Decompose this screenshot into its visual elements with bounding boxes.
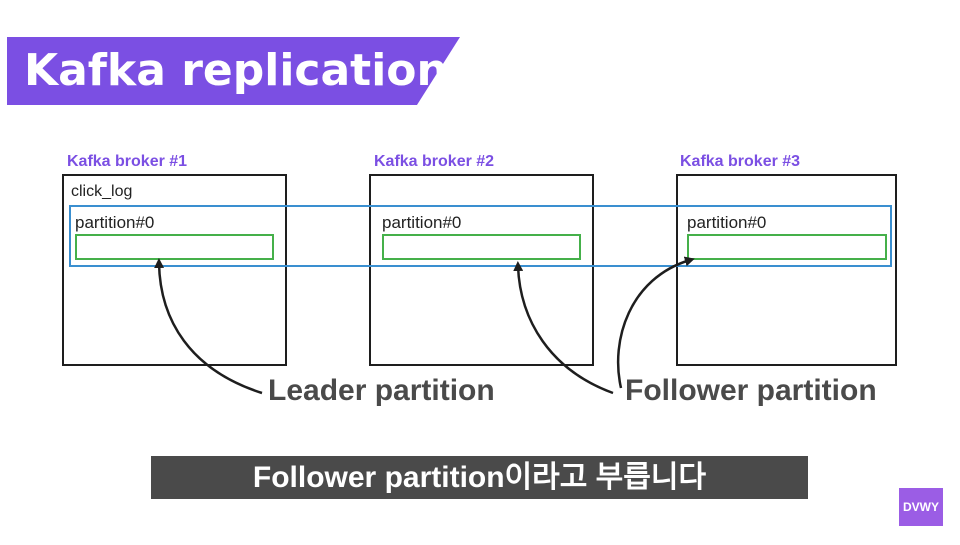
follower-partition-callout: Follower partition [625, 374, 877, 407]
leader-arrow [154, 258, 263, 395]
broker-1-label: Kafka broker #1 [67, 153, 188, 170]
subtitle-text: Follower partition이라고 부릅니다 [252, 461, 707, 494]
topic-label: click_log [71, 183, 133, 200]
broker-3-partition-label: partition#0 [687, 213, 767, 232]
broker-1-partition-box [75, 234, 274, 260]
broker-3-partition-box [687, 234, 887, 260]
broker-1-box [62, 174, 287, 366]
broker-3-label: Kafka broker #3 [680, 153, 801, 170]
broker-3-box [676, 174, 897, 366]
subtitle-bar [151, 456, 808, 499]
follower-arrow-2 [513, 261, 614, 395]
broker-2-box [369, 174, 594, 366]
broker-2-partition-label: partition#0 [382, 213, 462, 232]
broker-2-label: Kafka broker #2 [374, 153, 495, 170]
replica-group-outline [69, 205, 892, 267]
title-banner [7, 37, 460, 105]
broker-2-partition-box [382, 234, 581, 260]
channel-logo: DVWY [899, 488, 943, 526]
follower-arrow-3 [616, 256, 695, 389]
broker-1-partition-label: partition#0 [75, 213, 155, 232]
leader-partition-callout: Leader partition [268, 374, 495, 407]
page-title: Kafka replication [24, 45, 448, 96]
